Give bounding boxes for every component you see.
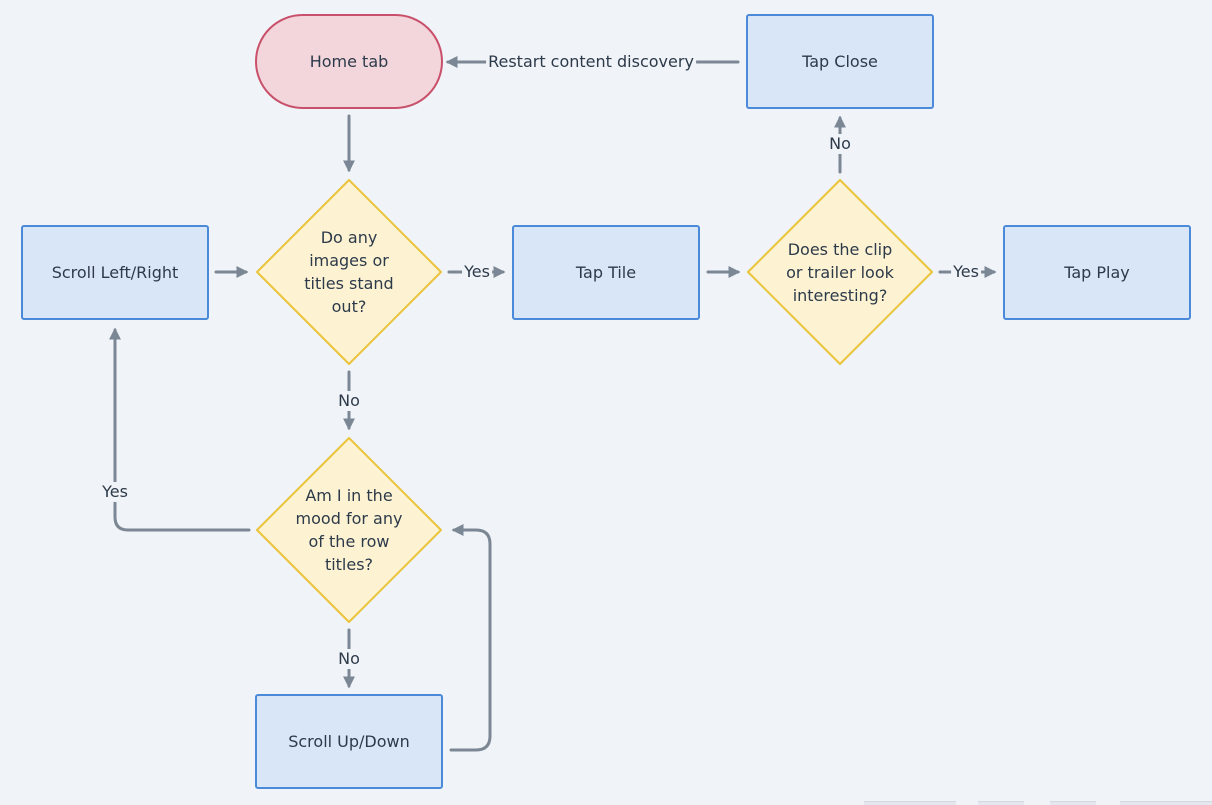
edge-label-clip-yes: Yes (951, 262, 981, 282)
tap-tile-node: Tap Tile (512, 225, 700, 320)
tap-play-node: Tap Play (1003, 225, 1191, 320)
bottom-tab-stub (978, 801, 1024, 805)
edge-label-standout-yes: Yes (462, 262, 492, 282)
tap-close-node: Tap Close (746, 14, 934, 109)
scroll-left-right-node: Scroll Left/Right (21, 225, 209, 320)
home-tab-node: Home tab (255, 14, 443, 109)
edge-scrollud-to-mood (449, 524, 492, 752)
scroll-up-down-label: Scroll Up/Down (288, 732, 410, 751)
home-tab-label: Home tab (309, 52, 389, 71)
edge-label-clip-no: No (827, 134, 853, 154)
edge-label-restart: Restart content discovery (486, 52, 696, 72)
edge-mood-yes-to-scrolllr (109, 327, 251, 532)
decision-mood-label: Am I in the mood for any of the row titl… (295, 486, 403, 574)
decision-clip-diamond (747, 179, 933, 365)
edge-label-mood-yes: Yes (100, 482, 130, 502)
decision-mood: Am I in the mood for any of the row titl… (255, 436, 443, 624)
decision-clip-interesting: Does the clip or trailer look interestin… (746, 178, 934, 366)
decision-stand-out: Do any images or titles stand out? (255, 178, 443, 366)
bottom-tab-stub (1120, 801, 1212, 805)
decision-stand-out-diamond (256, 179, 442, 365)
tap-tile-label: Tap Tile (575, 263, 637, 282)
decision-clip-label: Does the clip or trailer look interestin… (786, 239, 894, 305)
bottom-tab-stub (864, 801, 956, 805)
decision-stand-out-label: Do any images or titles stand out? (304, 228, 394, 316)
edge-label-standout-no: No (336, 391, 362, 411)
decision-mood-diamond (256, 437, 442, 623)
bottom-tab-stub (1050, 801, 1096, 805)
tap-play-label: Tap Play (1064, 263, 1130, 282)
scroll-up-down-node: Scroll Up/Down (255, 694, 443, 789)
scroll-left-right-label: Scroll Left/Right (51, 263, 179, 282)
edge-label-mood-no: No (336, 649, 362, 669)
tap-close-label: Tap Close (802, 52, 878, 71)
